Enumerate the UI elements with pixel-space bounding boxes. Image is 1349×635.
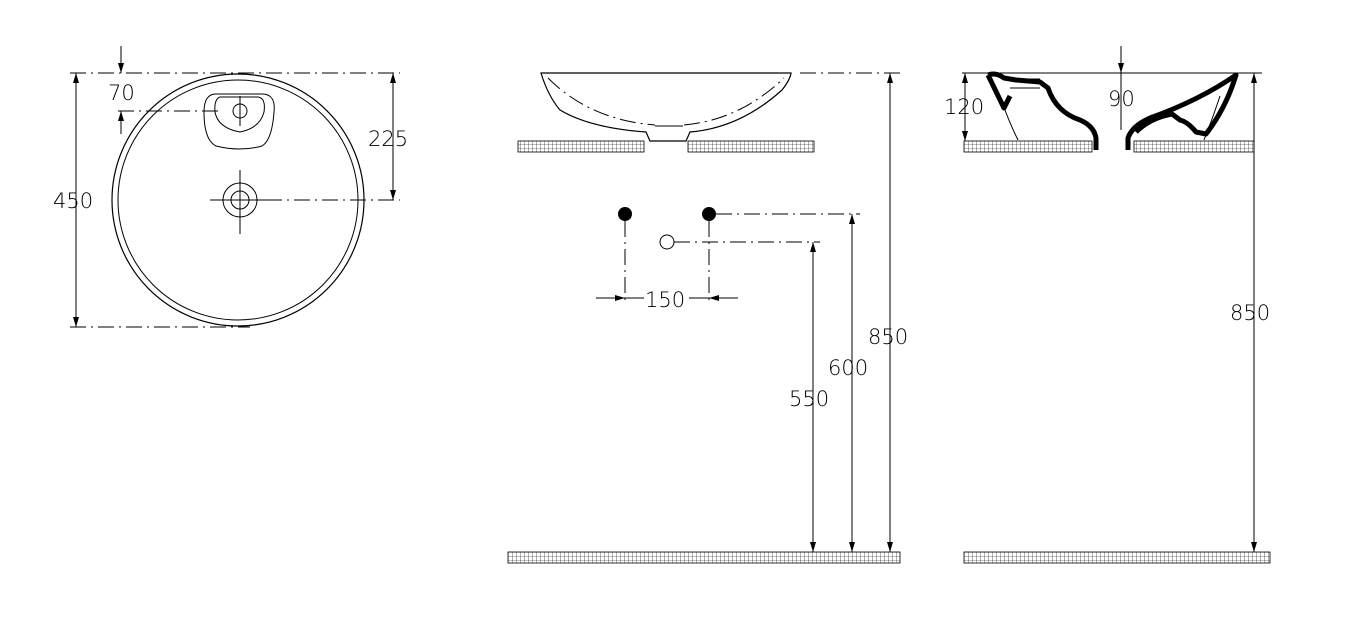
side-countertop-left — [963, 140, 1093, 153]
side-basin-section — [987, 71, 1099, 150]
dim-850-front-label: 850 — [868, 325, 908, 349]
hot-water-connection-icon — [702, 207, 716, 221]
dim-150-label: 150 — [645, 288, 685, 312]
waste-connection-icon — [659, 234, 675, 250]
dim-450-label: 450 — [53, 189, 93, 213]
dim-850-side-label: 850 — [1230, 301, 1270, 325]
dim-600-label: 600 — [828, 356, 868, 380]
dim-90-label: 90 — [1108, 87, 1135, 111]
tap-deck-inner — [214, 96, 265, 133]
tap-deck — [203, 93, 275, 150]
cold-water-connection-icon — [618, 207, 632, 221]
front-basin-inner — [547, 77, 785, 126]
front-floor — [507, 551, 901, 564]
side-section-view: 120 90 850 — [944, 46, 1271, 564]
side-floor — [963, 551, 1271, 564]
side-countertop-right — [1133, 140, 1255, 153]
front-view: 150 550 600 850 — [507, 72, 908, 564]
front-countertop-right — [687, 140, 815, 153]
front-countertop-left — [517, 140, 645, 153]
top-view: 450 70 225 — [53, 46, 408, 328]
dim-120-label: 120 — [944, 95, 984, 119]
front-basin-outline — [540, 72, 792, 142]
dim-550-label: 550 — [789, 387, 829, 411]
dim-225-label: 225 — [368, 127, 408, 151]
dim-70-label: 70 — [108, 81, 135, 105]
